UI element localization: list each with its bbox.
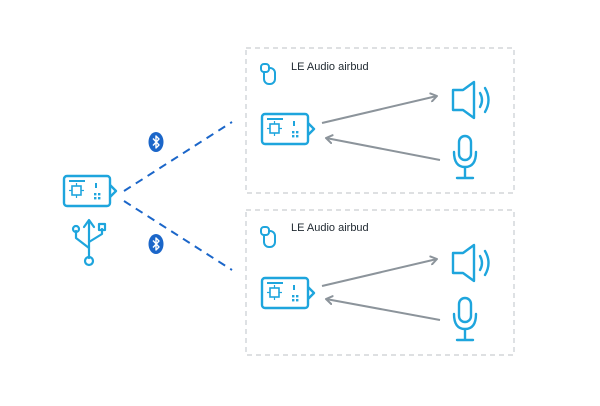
earbud-icon [260,226,276,248]
arrow-to-speaker [321,92,438,124]
bluetooth-link-bottom [123,200,233,271]
arrow-to-speaker [321,255,438,287]
earbud-icon [260,63,276,85]
airbud-circuit-board-icon [260,276,316,310]
airbud-group-frame-bottom [245,209,515,356]
arrow-from-microphone [325,295,441,321]
microphone-icon [452,296,478,342]
source-circuit-board-icon [62,174,118,208]
speaker-icon [451,80,490,120]
airbud-group-frame-top [245,47,515,194]
arrow-from-microphone [325,134,441,161]
airbud-circuit-board-icon [260,112,316,146]
airbud-group-label: LE Audio airbud [291,61,369,73]
microphone-icon [452,134,478,180]
airbud-group-label: LE Audio airbud [291,222,369,234]
bluetooth-icon [147,233,165,255]
bluetooth-icon [147,131,165,153]
bluetooth-link-top [123,121,233,192]
speaker-icon [451,243,490,283]
usb-icon [71,218,107,267]
